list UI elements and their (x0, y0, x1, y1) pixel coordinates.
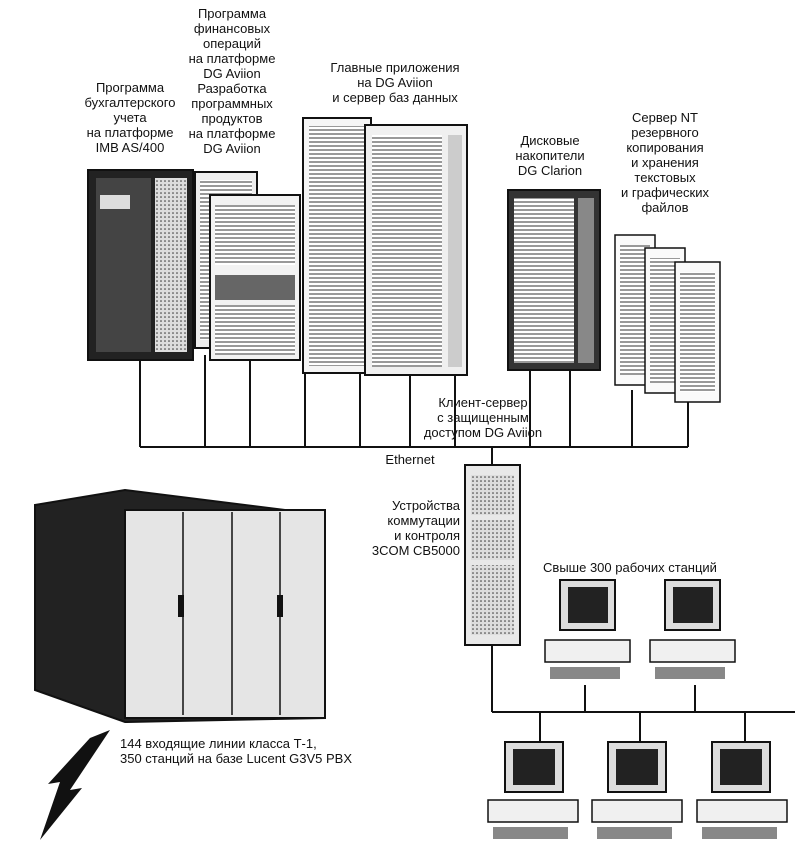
nt-backup-servers (614, 234, 721, 403)
dg-aviion-finance-servers (194, 171, 301, 361)
label-disk: Дисковые накопители DG Clarion (515, 133, 585, 178)
label-client-server: Клиент-сервер с защищенным доступом DG A… (423, 395, 543, 440)
ibm-as400-server (87, 169, 194, 361)
workstation (649, 579, 736, 679)
label-accounting: Программа бухгалтерского учета на платфо… (84, 80, 176, 155)
label-switch: Устройства коммутации и контроля 3COM CB… (371, 498, 460, 558)
workstation-bus (492, 685, 795, 742)
label-finance: Программа финансовых операций на платфор… (188, 6, 276, 156)
label-ethernet: Ethernet (385, 452, 435, 467)
label-nt-server: Сервер NT резервного копирования и хране… (621, 110, 709, 215)
workstation (487, 741, 579, 839)
dg-clarion-disk-storage (507, 189, 601, 371)
dg-aviion-main-server (302, 117, 468, 376)
label-main-apps: Главные приложения на DG Aviion и сервер… (330, 60, 460, 105)
3com-switch (464, 464, 521, 712)
label-workstations: Свыше 300 рабочих станций (543, 560, 717, 575)
ethernet-backbone (139, 355, 689, 465)
lightning-bolt-icon (40, 730, 110, 840)
workstation (591, 741, 683, 839)
label-pbx: 144 входящие линии класса Т-1, 350 станц… (120, 736, 353, 766)
workstation (696, 741, 788, 839)
workstation (544, 579, 631, 679)
pbx-cabinet (34, 488, 326, 724)
